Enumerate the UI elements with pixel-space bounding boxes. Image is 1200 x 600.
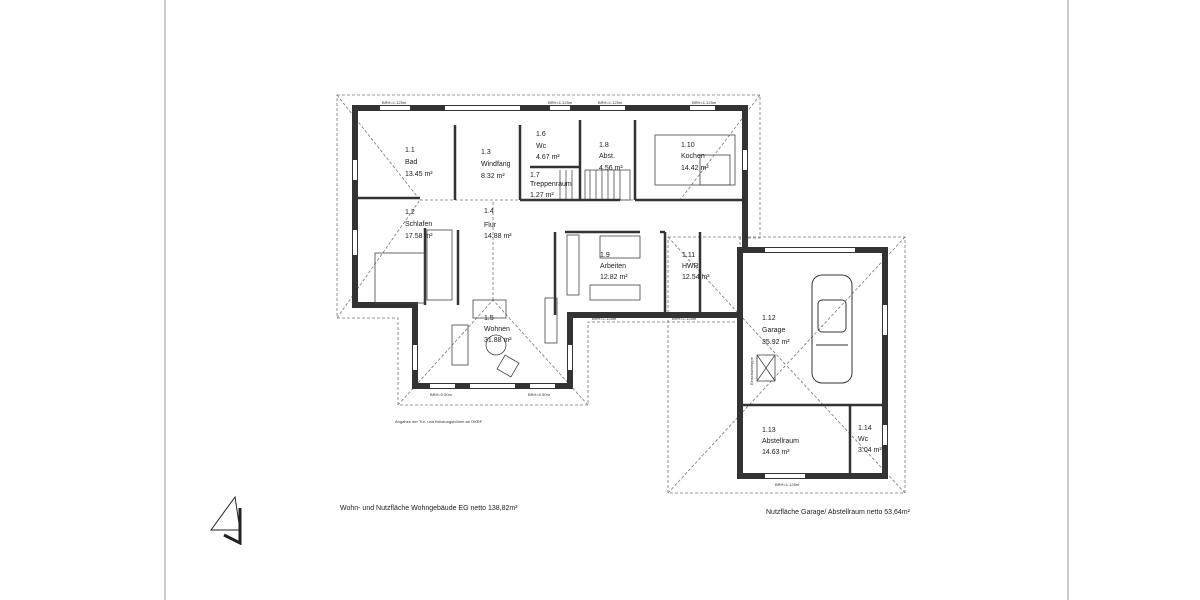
room-number: 1.14	[858, 425, 872, 432]
room-area: 4.56 m²	[599, 165, 623, 172]
room-area: 31.88 m²	[484, 337, 512, 344]
window-labels: BRH=1.125m BRH=1.125m BRH=1.125m BRH=1.1…	[382, 100, 800, 487]
room-area: 8.32 m²	[481, 173, 505, 180]
room-number: 1.8	[599, 142, 609, 149]
room-area: 14.42 m²	[681, 165, 709, 172]
window-label: BRH=1.125m	[382, 100, 407, 105]
room-name: Schlafen	[405, 221, 432, 228]
window-label: BRH=0.50m	[528, 392, 551, 397]
room-name: Kochen	[681, 153, 705, 160]
window-label: BRH=1.125m	[592, 316, 617, 321]
room-1-6: 1.6Wc 4.67 m²	[536, 131, 560, 161]
room-number: 1.11	[682, 252, 695, 259]
room-name: Garage	[762, 327, 785, 334]
window-label: BRH=1.125m	[598, 100, 623, 105]
room-name: Treppenraum	[530, 181, 572, 188]
room-name: Abstellraum	[762, 438, 799, 445]
room-name: Arbeiten	[600, 263, 626, 270]
garage-area-summary: Nutzfläche Garage/ Abstellraum netto 53,…	[766, 509, 911, 516]
room-area: 13.45 m²	[405, 171, 433, 178]
room-number: 1.1	[405, 147, 415, 154]
room-area: 14.63 m²	[762, 449, 790, 456]
room-number: 1.5	[484, 315, 494, 322]
room-number: 1.7	[530, 172, 540, 179]
window-label: BRH=1.125m	[672, 316, 697, 321]
room-area: 4.67 m²	[536, 154, 560, 161]
height-note: Angaben der Tür- und Brüstungshöhen ab O…	[395, 419, 483, 424]
house-area-summary: Wohn- und Nutzfläche Wohngebäude EG nett…	[340, 505, 518, 512]
room-area: 17.58 m²	[405, 233, 433, 240]
staircase	[559, 169, 631, 201]
window-label: BRH=0.50m	[430, 392, 453, 397]
car-icon	[811, 274, 853, 384]
interior-walls	[355, 120, 885, 476]
north-arrow-icon	[210, 495, 242, 546]
room-name: Abst.	[599, 153, 615, 160]
room-name: HWR	[682, 263, 699, 270]
room-name: Windfang	[481, 161, 511, 168]
furniture	[374, 134, 776, 382]
room-number: 1.10	[681, 142, 695, 149]
room-number: 1.6	[536, 131, 546, 138]
window-label: BRH=1.125m	[775, 482, 800, 487]
room-number: 1.4	[484, 208, 494, 215]
room-name: Wc	[858, 436, 869, 443]
room-number: 1.9	[600, 252, 610, 259]
room-number: 1.13	[762, 427, 776, 434]
room-area: 12.54 m²	[682, 274, 710, 281]
room-area: 12.82 m²	[600, 274, 628, 281]
room-area: 35.92 m²	[762, 339, 790, 346]
window-label: BRH=1.125m	[692, 100, 717, 105]
room-number: 1.2	[405, 209, 415, 216]
room-number: 1.12	[762, 315, 776, 322]
room-area: 3.04 m²	[858, 447, 882, 454]
windows	[353, 106, 887, 478]
room-name: Flur	[484, 222, 497, 229]
room-name: Wc	[536, 143, 547, 150]
room-number: 1.3	[481, 149, 491, 156]
attic-ladder-label: Einschubtreppe	[749, 356, 754, 385]
room-area: 1.27 m²	[530, 192, 554, 199]
window-label: BRH=1.125m	[548, 100, 573, 105]
room-name: Wohnen	[484, 326, 510, 333]
roof-outline	[336, 94, 906, 494]
room-name: Bad	[405, 159, 418, 166]
room-area: 14.88 m²	[484, 233, 512, 240]
